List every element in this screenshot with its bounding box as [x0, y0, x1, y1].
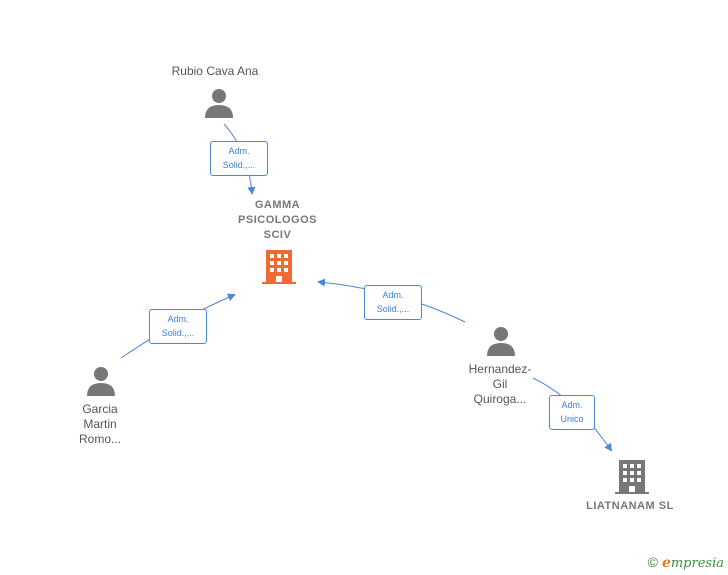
person-label-garcia[interactable]: Garcia Martin Romo...	[78, 402, 121, 446]
building-icon[interactable]	[615, 458, 649, 494]
building-icon[interactable]	[262, 248, 296, 284]
company-label-gamma[interactable]: GAMMA PSICOLOGOS SCIV	[238, 199, 317, 241]
person-icon[interactable]	[204, 88, 234, 118]
person-label-hernandez[interactable]: Hernandez- Gil Quiroga...	[468, 362, 532, 406]
footer-brand[interactable]: ©empresia	[648, 554, 724, 571]
edge-label-hernandez-liatnanam[interactable]: Adm. Unico	[549, 395, 595, 430]
person-label-rubio[interactable]: Rubio Cava Ana	[171, 64, 259, 78]
brand-logo-initial: e	[661, 555, 671, 571]
edge-label-garcia-gamma[interactable]: Adm. Solid.,...	[149, 309, 207, 344]
company-label-liatnanam[interactable]: LIATNANAM SL	[586, 500, 674, 512]
person-icon[interactable]	[486, 326, 516, 356]
edge-label-hernandez-gamma[interactable]: Adm. Solid.,...	[364, 285, 422, 320]
edge-label-rubio-gamma[interactable]: Adm. Solid.,...	[210, 141, 268, 176]
brand-logo-text: mpresia	[670, 556, 724, 571]
person-icon[interactable]	[86, 366, 116, 396]
copyright-symbol: ©	[647, 554, 658, 570]
